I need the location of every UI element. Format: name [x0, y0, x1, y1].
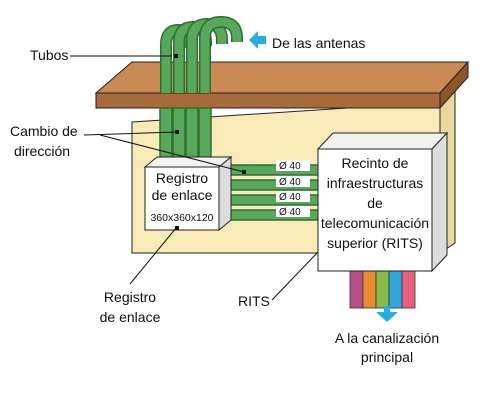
rits-leader [271, 251, 319, 301]
recinto-line-2: infraestructuras [327, 175, 423, 191]
diameter-label-1: Ø 40 [279, 161, 301, 172]
canalizacion-label-line2: principal [361, 349, 413, 365]
recinto-line-5: superior (RITS) [327, 235, 423, 251]
diameter-label-2: Ø 40 [279, 177, 301, 188]
canalizacion-label-line1: A la canalización [335, 330, 439, 346]
tubes-group [160, 15, 243, 93]
antennas-label: De las antenas [272, 35, 365, 51]
roof-side [439, 60, 469, 110]
antennas-arrow-icon [249, 31, 266, 49]
registro-box: Registro de enlace 360x360x120 [143, 155, 233, 232]
diameter-tags: Ø 40 Ø 40 Ø 40 Ø 40 [276, 160, 310, 218]
registro-box-title-line1: Registro [156, 170, 208, 186]
recinto-line-1: Recinto de [342, 155, 409, 171]
diameter-label-4: Ø 40 [279, 207, 301, 218]
recinto-line-4: telecomunicación [321, 215, 429, 231]
rits-label: RITS [238, 293, 270, 309]
tubos-label: Tubos [30, 47, 68, 63]
registro-caption-line1: Registro [104, 289, 156, 305]
roof-front [95, 92, 441, 109]
conduits-to-main [349, 261, 416, 309]
cambio-leader-1 [83, 131, 177, 136]
diameter-label-3: Ø 40 [279, 192, 301, 203]
cambio-label-line1: Cambio de [10, 123, 78, 139]
roof-top [94, 61, 470, 94]
cambio-label-line2: dirección [14, 143, 70, 159]
canalizacion-arrow-icon [376, 306, 398, 322]
registro-box-dimensions: 360x360x120 [150, 212, 213, 224]
cambio-leader-2 [99, 134, 245, 173]
rits-box: Recinto de infraestructuras de telecomun… [316, 131, 449, 273]
registro-caption-line2: de enlace [100, 309, 161, 325]
recinto-line-3: de [367, 195, 383, 211]
registro-leader [129, 227, 177, 285]
registro-box-title-line2: de enlace [152, 187, 213, 203]
